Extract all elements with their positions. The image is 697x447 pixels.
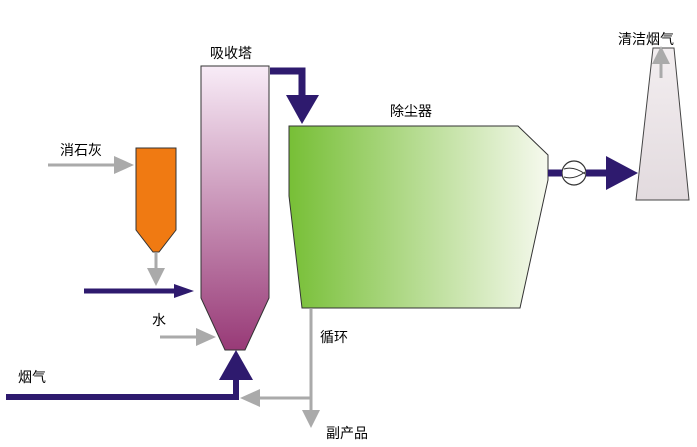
absorber-label: 吸收塔 — [210, 46, 252, 62]
slaked-lime-label: 消石灰 — [60, 143, 102, 159]
flue-gas-label: 烟气 — [18, 370, 46, 386]
absorber-tower — [200, 65, 270, 351]
recycle-label: 循环 — [320, 330, 348, 346]
clean-gas-stack — [635, 47, 690, 201]
dust-collector — [288, 125, 549, 309]
water-label: 水 — [152, 313, 166, 329]
dust-collector-label: 除尘器 — [390, 104, 432, 120]
main-flow — [6, 67, 638, 400]
fan-icon — [561, 160, 587, 186]
aux-flow — [48, 46, 670, 428]
byproduct-label: 副产品 — [326, 426, 368, 442]
clean-gas-label: 清洁烟气 — [618, 32, 674, 48]
lime-hopper — [135, 147, 177, 253]
